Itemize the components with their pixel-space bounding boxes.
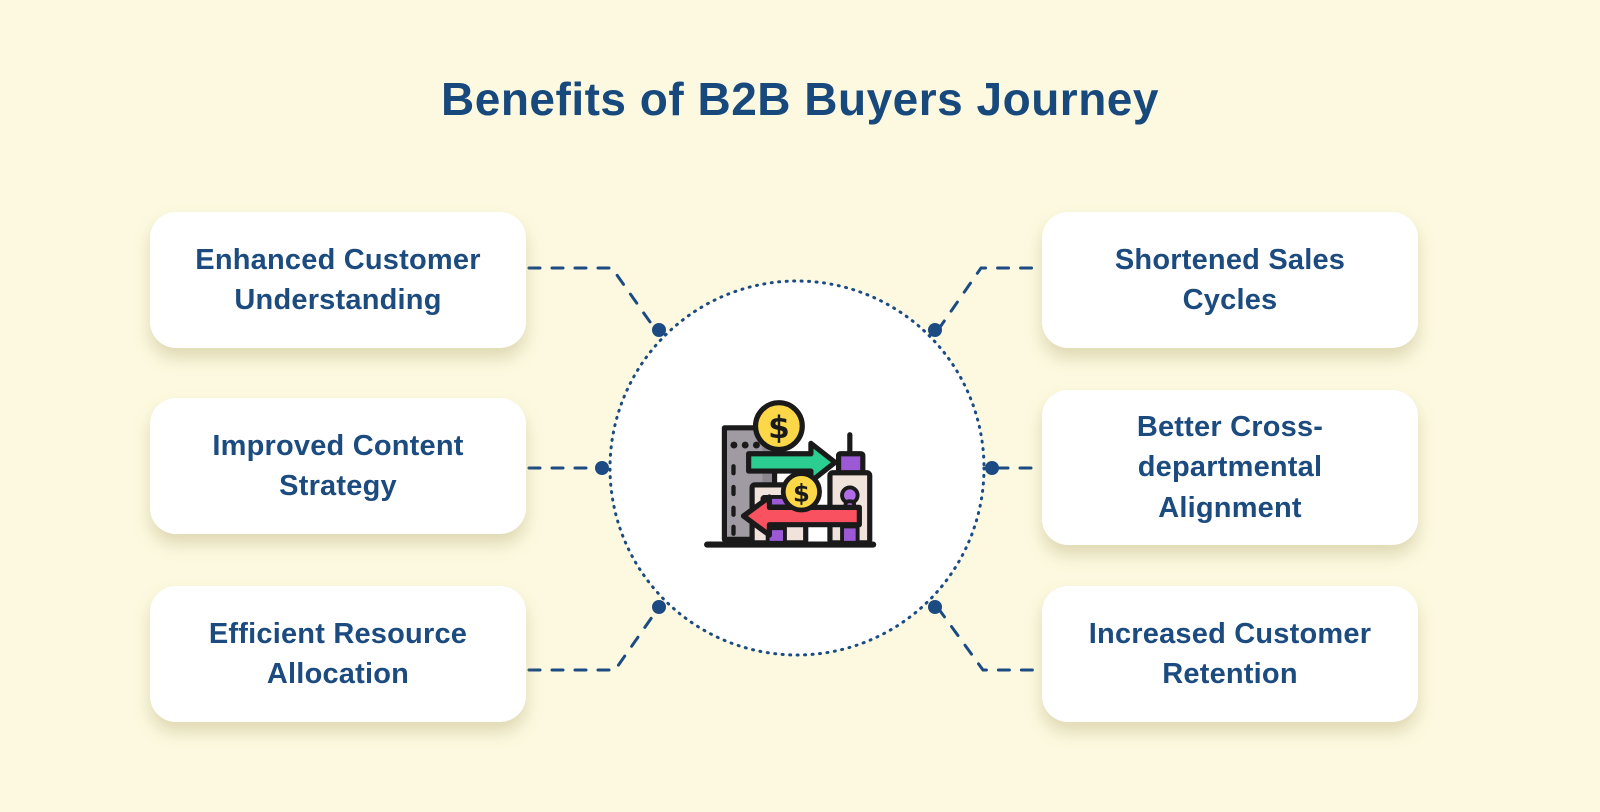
connector-dot-mid-left (595, 461, 609, 475)
benefit-card-improved-content-strategy: Improved Content Strategy (150, 398, 526, 534)
building-right-door (840, 524, 860, 545)
connector-top-right (936, 266, 1041, 332)
dollar-sign-bottom: $ (793, 480, 810, 508)
green-arrow-icon (746, 440, 838, 485)
connector-dot-mid-right (985, 461, 999, 475)
benefit-card-shortened-sales-cycles: Shortened Sales Cycles (1042, 212, 1418, 348)
red-arrow-icon (740, 494, 862, 538)
b2b-buildings-money-exchange-icon: $ $ (704, 400, 877, 548)
connector-top-left (527, 266, 657, 331)
connector-dot-bottom-right (928, 600, 942, 614)
benefit-card-better-cross-departmental-alignment: Better Cross-departmental Alignment (1042, 390, 1418, 545)
connector-bottom-left (527, 608, 659, 672)
benefit-label: Increased Customer Retention (1088, 617, 1372, 690)
page-title: Benefits of B2B Buyers Journey (441, 73, 1159, 125)
dollar-coin-bottom-icon (780, 471, 822, 513)
benefit-card-enhanced-customer-understanding: Enhanced Customer Understanding (150, 212, 526, 348)
dollar-sign-top: $ (768, 410, 790, 446)
benefit-label: Better Cross-departmental Alignment (1136, 411, 1324, 524)
benefit-label: Enhanced Customer Understanding (195, 243, 481, 316)
dollar-coin-top-icon (752, 400, 805, 453)
benefit-card-increased-customer-retention: Increased Customer Retention (1042, 586, 1418, 722)
connector-dot-top-right (928, 323, 942, 337)
connector-dot-top-left (652, 323, 666, 337)
benefit-card-efficient-resource-allocation: Efficient Resource Allocation (150, 586, 526, 722)
benefit-label: Shortened Sales Cycles (1114, 243, 1346, 316)
benefit-label: Improved Content Strategy (212, 429, 464, 502)
connector-bottom-right (936, 606, 1041, 672)
building-left-windows (730, 441, 760, 536)
connector-dot-bottom-left (652, 600, 666, 614)
benefit-label: Efficient Resource Allocation (208, 617, 468, 690)
